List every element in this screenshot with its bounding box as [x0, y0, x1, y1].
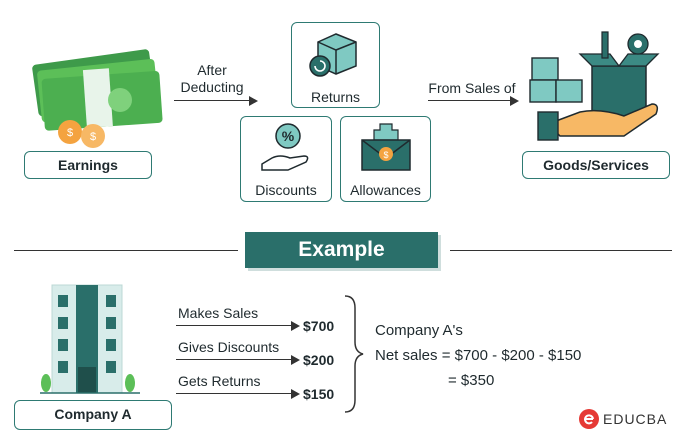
after-label: After [197, 62, 227, 78]
goods-services-label: Goods/Services [543, 157, 649, 173]
svg-text:%: % [282, 128, 295, 144]
money-stack-icon: $ $ [32, 49, 163, 148]
row-action-discounts: Gives Discounts [178, 339, 280, 355]
from-sales-arrow [428, 100, 510, 101]
row-arrow-discounts [176, 359, 291, 360]
row-arrow-returns [176, 393, 291, 394]
allowance-envelope-icon: $ [361, 123, 411, 171]
earnings-label: Earnings [58, 157, 118, 173]
svg-text:$: $ [90, 131, 96, 143]
svg-text:$: $ [383, 150, 388, 160]
curly-brace [344, 295, 364, 413]
result-line-1: Company A's [375, 322, 463, 339]
from-sales-label: From Sales of [428, 80, 516, 96]
discounts-label: Discounts [255, 182, 317, 198]
right-divider [450, 250, 672, 251]
educba-brand: EDUCBA [603, 411, 668, 427]
building-icon [40, 284, 140, 394]
from-sales-arrowhead [510, 96, 519, 106]
row-arrow-sales [176, 325, 291, 326]
example-banner: Example [245, 232, 438, 268]
row-amount-discounts: $200 [303, 352, 335, 368]
discount-hand-icon: % [261, 123, 309, 171]
goods-services-icon [529, 31, 660, 141]
allowances-label: Allowances [350, 182, 421, 198]
company-a-box [14, 400, 172, 430]
returns-label: Returns [310, 89, 361, 105]
left-divider [14, 250, 238, 251]
after-deducting-arrowhead [249, 96, 258, 106]
row-action-returns: Gets Returns [178, 373, 261, 389]
earnings-box [24, 151, 152, 179]
result-line-2: Net sales = $700 - $200 - $150 [375, 347, 582, 364]
row-action-sales: Makes Sales [178, 305, 259, 321]
goods-services-box [522, 151, 670, 179]
row-arrowhead-discounts [291, 355, 300, 365]
row-amount-sales: $700 [303, 318, 335, 334]
row-arrowhead-returns [291, 389, 300, 399]
svg-text:$: $ [67, 127, 73, 139]
return-box-icon [309, 33, 357, 77]
result-line-3: = $350 [448, 372, 495, 389]
after-deducting-arrow [174, 100, 249, 101]
educba-logo-icon [579, 409, 599, 429]
row-arrowhead-sales [291, 321, 300, 331]
row-amount-returns: $150 [303, 386, 335, 402]
company-a-label: Company A [54, 406, 132, 422]
deducting-label: Deducting [180, 79, 244, 95]
